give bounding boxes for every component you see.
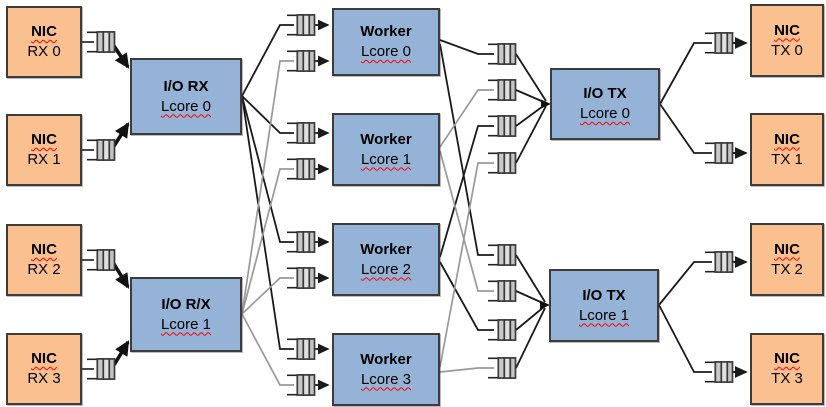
nic-rx-0-title: NIC (31, 23, 57, 40)
queue-to-nic-tx-arrows (733, 37, 748, 378)
io-rx1-fanout-lines (241, 60, 294, 386)
worker-3-subtitle: Lcore 3 (360, 370, 412, 388)
worker-lcore-0-box: Worker Lcore 0 (332, 8, 440, 76)
nic-rx-3-subtitle: RX 3 (27, 370, 61, 387)
io-rx0-fanout-lines (241, 24, 294, 350)
io-rx-lcore-0-box: I/O RX Lcore 0 (130, 58, 242, 135)
nic-tx-3-box: NIC TX 3 (750, 333, 824, 405)
nic-rx-1-box: NIC RX 1 (6, 114, 82, 186)
io-tx-1-subtitle: Lcore 1 (578, 306, 630, 324)
io-tx-0-subtitle: Lcore 0 (579, 105, 631, 122)
nic-rx-0-subtitle: RX 0 (27, 43, 61, 60)
nic-tx-2-title: NIC (774, 240, 800, 258)
worker-lcore-1-box: Worker Lcore 1 (332, 113, 440, 186)
io-rx-lcore-1-box: I/O R/X Lcore 1 (130, 277, 242, 352)
io-rx-0-title: I/O RX (163, 77, 209, 95)
nic-tx-3-subtitle: TX 3 (771, 370, 803, 387)
nic-tx-1-title: NIC (774, 130, 800, 148)
worker-0-title: Worker (360, 23, 412, 40)
rx-queue-to-io-rx-arrows (112, 45, 130, 366)
worker-3-title: Worker (360, 350, 412, 368)
io-tx-to-queue-lines (658, 42, 712, 373)
nic-tx-2-subtitle: TX 2 (771, 260, 803, 278)
nic-tx-2-box: NIC TX 2 (750, 223, 824, 296)
worker-lcore-2-box: Worker Lcore 2 (332, 223, 440, 296)
nic-tx-0-title: NIC (774, 21, 800, 39)
nic-rx-2-box: NIC RX 2 (6, 224, 82, 296)
nic-rx-0-box: NIC RX 0 (6, 6, 82, 78)
nic-tx-0-box: NIC TX 0 (750, 4, 824, 77)
io-tx-lcore-1-box: I/O TX Lcore 1 (549, 269, 659, 342)
worker-2-subtitle: Lcore 2 (360, 260, 412, 278)
nic-rx-2-title: NIC (31, 241, 57, 258)
worker-2-title: Worker (360, 240, 412, 258)
worker-1-title: Worker (360, 130, 412, 148)
nic-rx-2-subtitle: RX 2 (27, 261, 61, 278)
worker-odd-output-lines (439, 89, 494, 373)
io-tx0-in-arrowhead (541, 99, 551, 109)
io-rx-0-subtitle: Lcore 0 (160, 97, 212, 115)
nic-rx-1-title: NIC (31, 131, 57, 148)
queue-to-worker-arrows (315, 19, 330, 391)
nic-rx-queue-stubs (82, 41, 94, 370)
nic-tx-1-subtitle: TX 1 (771, 150, 803, 168)
io-tx-0-title: I/O TX (583, 85, 627, 102)
nic-tx-0-subtitle: TX 0 (771, 41, 803, 59)
io-tx-1-title: I/O TX (582, 286, 626, 304)
worker-even-output-lines (439, 39, 494, 331)
io-tx-lcore-0-box: I/O TX Lcore 0 (550, 68, 660, 140)
nic-rx-3-box: NIC RX 3 (6, 333, 82, 405)
nic-tx-1-box: NIC TX 1 (750, 113, 824, 186)
io-rx-1-title: I/O R/X (161, 295, 211, 313)
nic-tx-3-title: NIC (774, 350, 800, 367)
worker-1-subtitle: Lcore 1 (360, 150, 412, 168)
worker-lcore-3-box: Worker Lcore 3 (332, 333, 440, 406)
worker-0-subtitle: Lcore 0 (360, 43, 412, 60)
io-rx-1-subtitle: Lcore 1 (160, 315, 212, 333)
nic-rx-3-title: NIC (31, 350, 57, 367)
nic-rx-1-subtitle: RX 1 (27, 151, 61, 168)
io-tx1-in-arrowhead (540, 300, 550, 310)
